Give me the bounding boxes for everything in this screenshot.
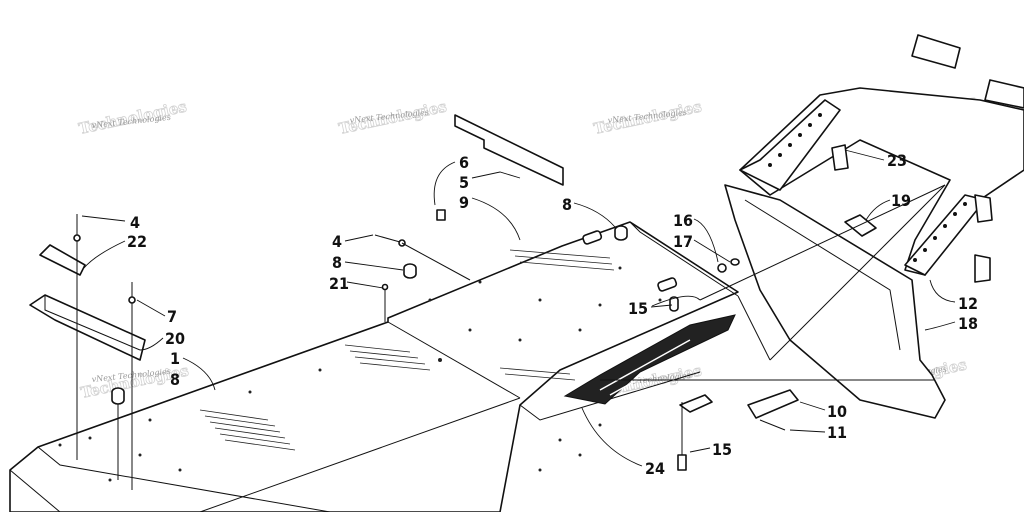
tunnel-body [9, 221, 739, 512]
callout-20: 20 [165, 329, 185, 348]
nut [717, 263, 727, 273]
callout-15: 15 [712, 440, 732, 459]
callout-17: 17 [673, 232, 693, 251]
snowflap [436, 114, 564, 221]
callout-22: 22 [127, 232, 147, 251]
decal-stripe [563, 314, 736, 405]
decal-plate [747, 389, 799, 431]
callout-4: 4 [130, 213, 140, 232]
grommet [403, 263, 417, 279]
callout-18: 18 [958, 314, 978, 333]
callout-10: 10 [827, 402, 847, 421]
callout-labels: 4 22 7 20 1 8 6 5 9 4 8 21 8 16 17 15 23… [127, 151, 978, 478]
callout-24: 24 [645, 459, 665, 478]
callout-16: 16 [673, 211, 693, 230]
pin-4 [374, 234, 471, 281]
callout-23: 23 [887, 151, 907, 170]
callout-6: 6 [459, 153, 469, 172]
deck-hatching [199, 249, 615, 451]
callout-15: 15 [628, 299, 648, 318]
callout-9: 9 [459, 193, 469, 212]
callout-21: 21 [329, 274, 349, 293]
callout-12: 12 [958, 294, 978, 313]
callout-5: 5 [459, 173, 469, 192]
rivet-dots [58, 266, 662, 482]
clip-19 [844, 214, 877, 237]
crossbar [669, 296, 713, 471]
rear-bumper [724, 34, 1024, 419]
callout-19: 19 [891, 191, 911, 210]
callout-leaders [81, 149, 956, 467]
callout-8: 8 [562, 195, 572, 214]
callout-11: 11 [827, 423, 847, 442]
washer [730, 258, 740, 266]
grommet [614, 225, 628, 241]
callout-8: 8 [332, 253, 342, 272]
callout-4: 4 [332, 232, 342, 251]
assembly-lines [600, 184, 946, 381]
callout-7: 7 [167, 307, 177, 326]
callout-1: 1 [170, 349, 180, 368]
left-brackets [29, 214, 146, 490]
callout-8: 8 [170, 370, 180, 389]
